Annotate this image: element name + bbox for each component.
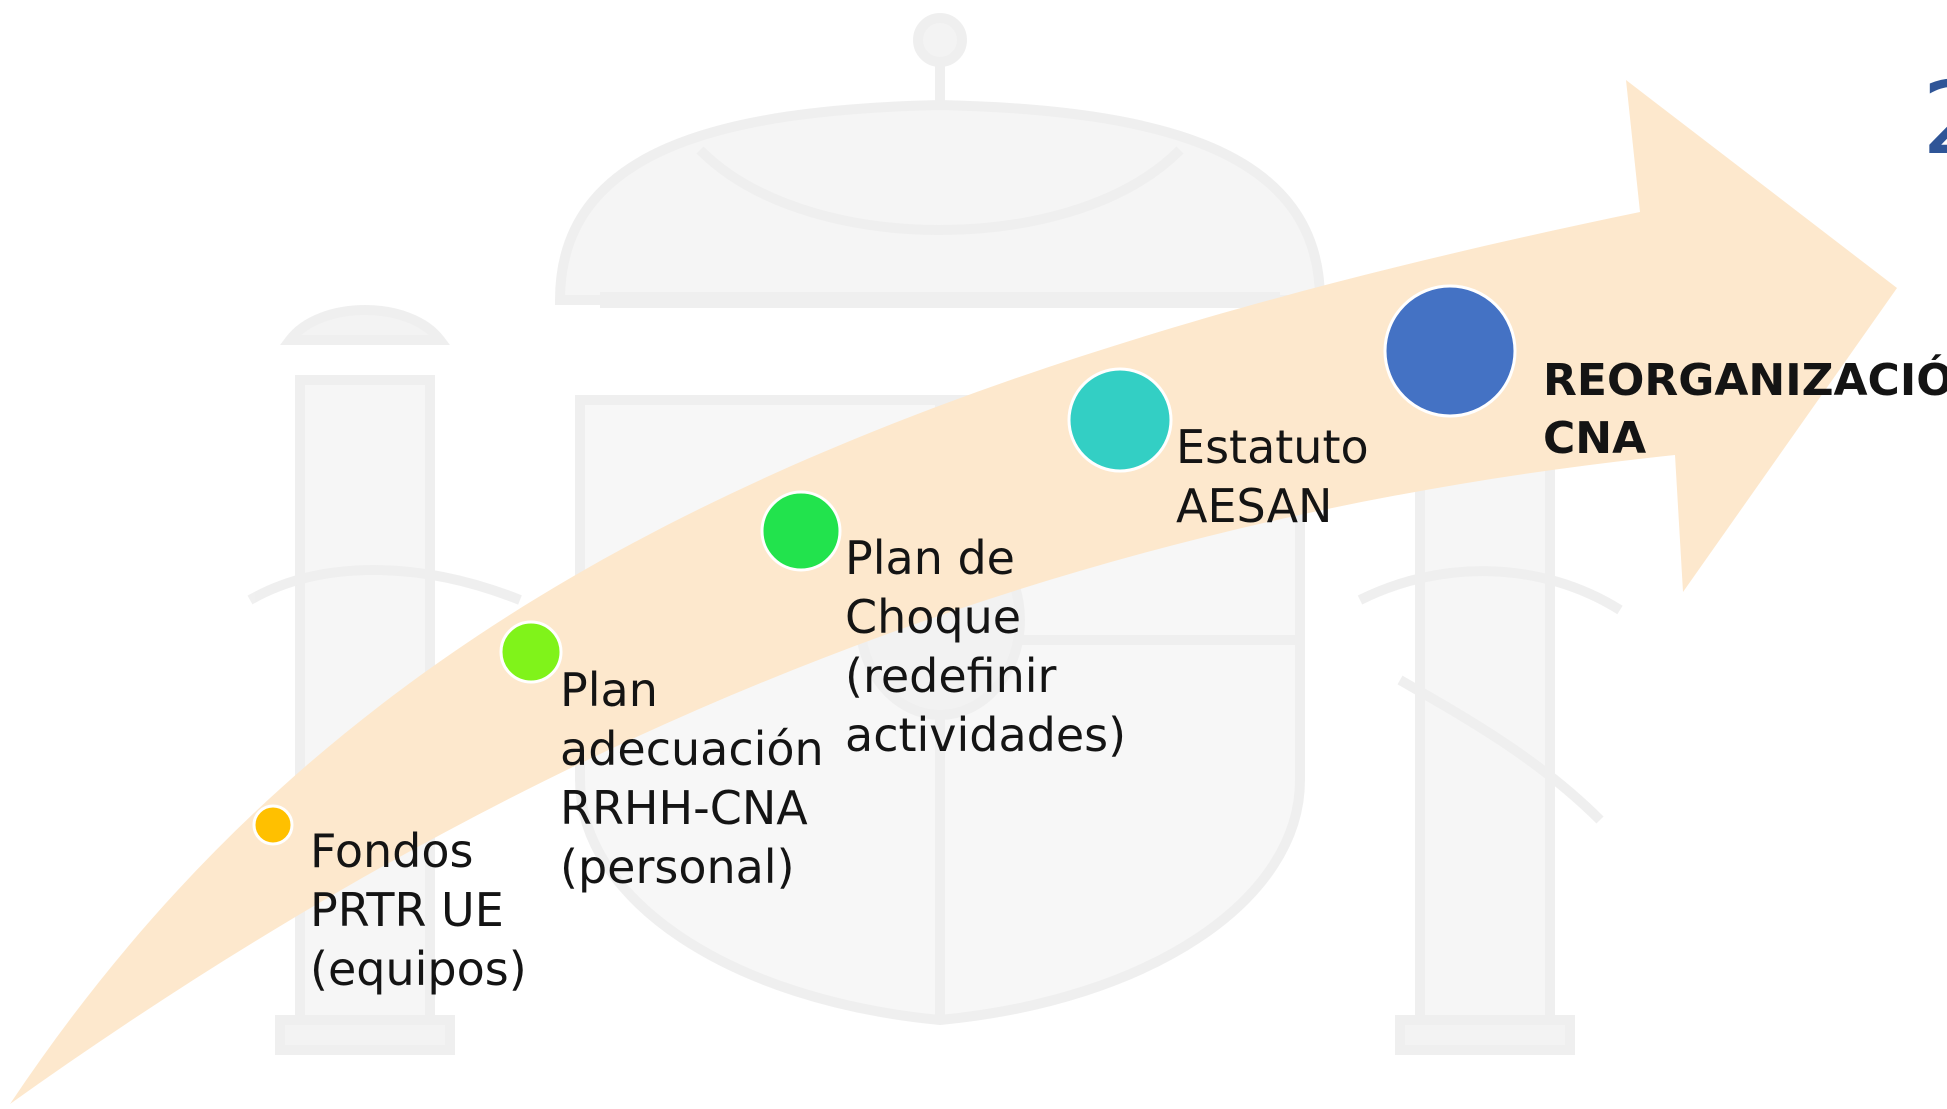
milestone-line: Plan de bbox=[845, 531, 1015, 585]
milestone-line: Plan bbox=[560, 663, 658, 717]
milestone-label-plan-adecuacion: Plan adecuación RRHH-CNA (personal) bbox=[560, 661, 824, 897]
milestone-label-plan-choque: Plan de Choque (redefinir actividades) bbox=[845, 529, 1126, 765]
milestone-line: REORGANIZACIÓN bbox=[1543, 355, 1947, 406]
milestone-line: CNA bbox=[1543, 413, 1647, 464]
milestone-label-fondos: Fondos PRTR UE (equipos) bbox=[310, 822, 527, 999]
milestone-dot-plan-choque bbox=[760, 490, 842, 572]
milestone-line: (equipos) bbox=[310, 942, 527, 996]
milestone-line: (redefinir bbox=[845, 649, 1057, 703]
milestone-line: PRTR UE bbox=[310, 883, 504, 937]
milestone-line: actividades) bbox=[845, 708, 1127, 762]
milestone-line: (personal) bbox=[560, 840, 795, 894]
milestone-line: Choque bbox=[845, 590, 1022, 644]
milestone-line: Estatuto bbox=[1176, 420, 1369, 474]
milestone-label-reorganizacion: REORGANIZACIÓN CNA bbox=[1543, 352, 1947, 468]
milestone-dot-reorganizacion bbox=[1383, 284, 1517, 418]
end-year-label: 2 bbox=[1922, 64, 1947, 174]
milestone-label-estatuto: Estatuto AESAN bbox=[1176, 418, 1369, 536]
milestone-line: RRHH-CNA bbox=[560, 781, 808, 835]
milestone-dot-plan-adecuacion bbox=[499, 620, 563, 684]
milestone-line: AESAN bbox=[1176, 479, 1333, 533]
milestone-dot-estatuto bbox=[1067, 367, 1173, 473]
milestone-line: adecuación bbox=[560, 722, 824, 776]
milestone-dot-fondos bbox=[252, 804, 294, 846]
milestone-line: Fondos bbox=[310, 824, 474, 878]
